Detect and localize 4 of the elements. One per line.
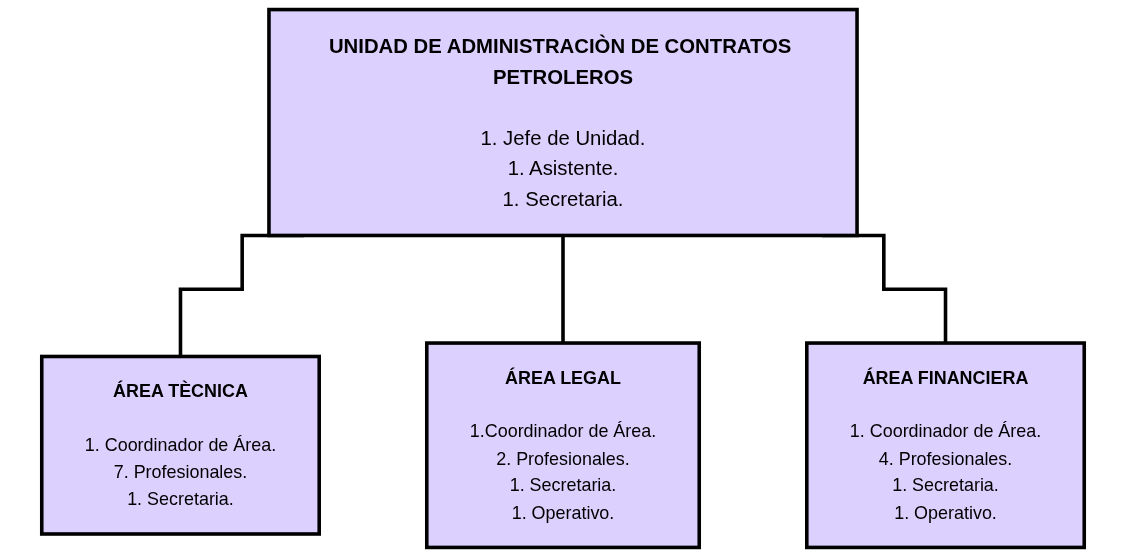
node-box: ÁREA TÈCNICA 1. Coordinador de Área. 7. Profesionales. 1. Secretaria. [39, 354, 321, 536]
node-box: ÁREA FINANCIERA 1. Coordinador de Área. 4. Profesionales. 1. Secretaria. 1. Operativo. [805, 341, 1087, 550]
node-box: ÁREA LEGAL 1.Coordinador de Área. 2. Profesionales. 1. Secretaria. 1. Operativo. [425, 341, 701, 550]
node-box: UNIDAD DE ADMINISTRACIÒN DE CONTRATOS PETROLEROS 1. Jefe de Unidad. 1. Asistente. 1. Secretaria. [267, 7, 859, 238]
